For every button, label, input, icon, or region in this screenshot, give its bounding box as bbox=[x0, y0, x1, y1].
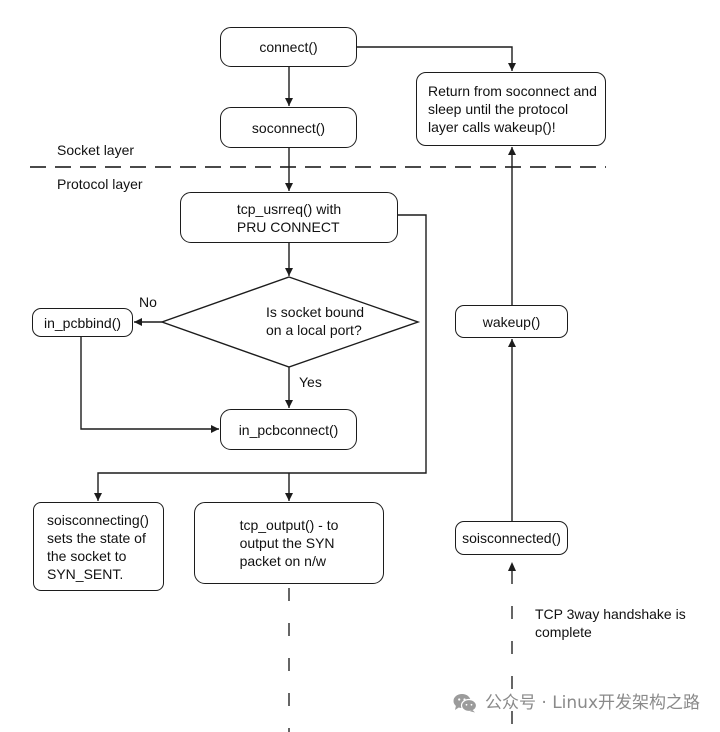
tcp-output-node-text: tcp_output() - to output the SYN packet … bbox=[239, 517, 339, 569]
tcp-usrreq-node: tcp_usrreq() with PRU CONNECT bbox=[180, 192, 398, 243]
soconnect-node: soconnect() bbox=[220, 107, 357, 148]
return-note-text: Return from soconnect and sleep until th… bbox=[428, 83, 597, 135]
arrow-connect-to-return-note bbox=[357, 46, 516, 71]
edge-label-yes: Yes bbox=[299, 374, 322, 390]
in-pcbbind-node: in_pcbbind() bbox=[32, 308, 133, 337]
protocol-layer-label: Protocol layer bbox=[57, 176, 143, 192]
edge-label-no: No bbox=[139, 294, 157, 310]
dashed-arrowhead-up bbox=[508, 562, 516, 571]
in-pcbconnect-node-text: in_pcbconnect() bbox=[238, 421, 339, 438]
watermark: 公众号 · Linux开发架构之路 bbox=[453, 691, 700, 715]
soisconnecting-node: soisconnecting() sets the state of the s… bbox=[33, 502, 164, 591]
socket-layer-label: Socket layer bbox=[57, 142, 135, 158]
soconnect-node-text: soconnect() bbox=[251, 119, 326, 136]
connect-node-text: connect() bbox=[259, 39, 318, 55]
in-pcbconnect-node: in_pcbconnect() bbox=[220, 409, 357, 450]
soisconnecting-node-text: soisconnecting() sets the state of the s… bbox=[47, 511, 149, 582]
connect-node: connect() bbox=[220, 27, 357, 67]
tcp-output-node: tcp_output() - to output the SYN packet … bbox=[194, 502, 384, 584]
return-note-node: Return from soconnect and sleep until th… bbox=[416, 72, 606, 146]
wakeup-node-text: wakeup() bbox=[482, 313, 541, 330]
decision-text: Is socket bound on a local port? bbox=[266, 304, 365, 338]
tcp-usrreq-node-text: tcp_usrreq() with PRU CONNECT bbox=[236, 200, 342, 235]
soisconnected-node: soisconnected() bbox=[455, 521, 568, 555]
watermark-text: 公众号 · Linux开发架构之路 bbox=[484, 693, 700, 713]
in-pcbbind-node-text: in_pcbbind() bbox=[43, 314, 122, 331]
arrow-in-pcbbind-to-in-pcbconnect bbox=[80, 337, 219, 433]
wechat-icon bbox=[453, 694, 477, 713]
wakeup-node: wakeup() bbox=[455, 305, 568, 338]
soisconnected-node-text: soisconnected() bbox=[462, 530, 561, 546]
arrow-tcp-usrreq-to-soisconnecting bbox=[94, 214, 427, 501]
handshake-note: TCP 3way handshake is complete bbox=[535, 606, 686, 640]
